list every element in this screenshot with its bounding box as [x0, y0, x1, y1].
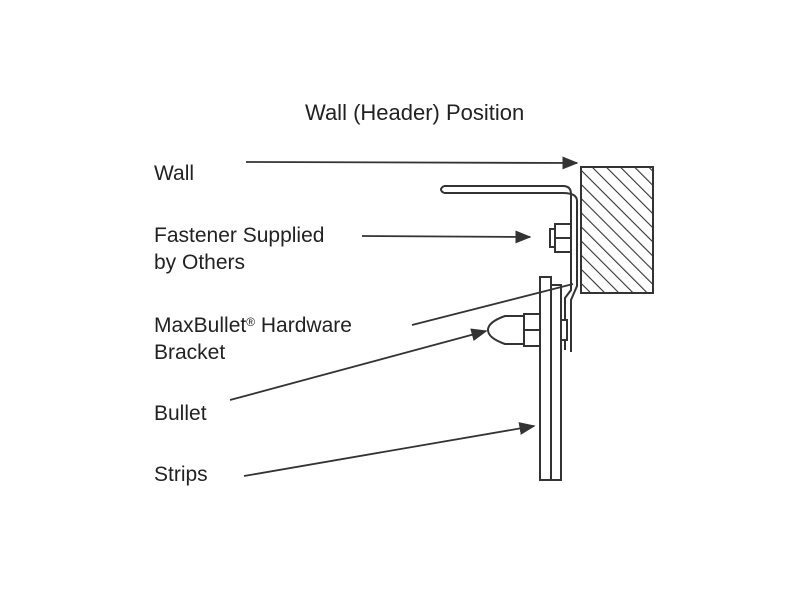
diagram-title: Wall (Header) Position	[305, 100, 525, 125]
maxbullet-hardware: Hardware	[255, 314, 352, 337]
label-bullet: Bullet	[154, 402, 207, 425]
strips	[539, 276, 562, 481]
label-maxbullet-line1: MaxBullet® Hardware	[154, 312, 352, 339]
fastener-leader	[361, 230, 532, 244]
label-fastener-line1: Fastener Supplied	[154, 224, 325, 247]
fastener	[549, 223, 572, 253]
maxbullet-brand: MaxBullet	[154, 314, 247, 337]
label-wall: Wall	[154, 162, 195, 185]
label-fastener-line2: by Others	[154, 251, 246, 274]
wall-leader	[245, 156, 579, 170]
strips-leader	[243, 422, 536, 477]
label-strips: Strips	[154, 463, 208, 486]
bullet-leader	[229, 328, 488, 401]
bracket	[440, 185, 578, 352]
wall-block	[580, 166, 654, 294]
leader-lines	[229, 156, 579, 477]
maxbullet-leader	[411, 283, 574, 326]
registered-mark: ®	[246, 315, 256, 329]
label-maxbullet-bracket: MaxBullet® Hardware Bracket	[154, 312, 352, 366]
label-maxbullet-line2: Bracket	[154, 341, 226, 364]
bullet-shape	[486, 315, 525, 345]
label-fastener: Fastener Supplied by Others	[154, 222, 324, 276]
